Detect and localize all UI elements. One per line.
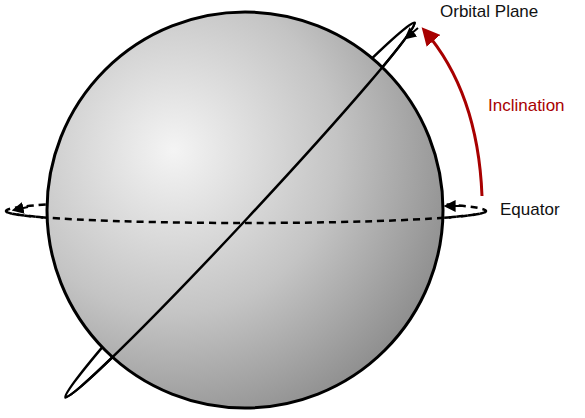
inclination-arc [424,30,482,196]
equator-arrow [446,205,462,207]
plane-label: Orbital Plane [440,2,538,22]
orbit-front [65,23,422,405]
sphere [47,12,443,408]
equator-label: Equator [500,200,560,220]
orbit-arrow [406,28,418,38]
equator-arrow [14,207,28,210]
angle-label: Inclination [488,96,565,116]
